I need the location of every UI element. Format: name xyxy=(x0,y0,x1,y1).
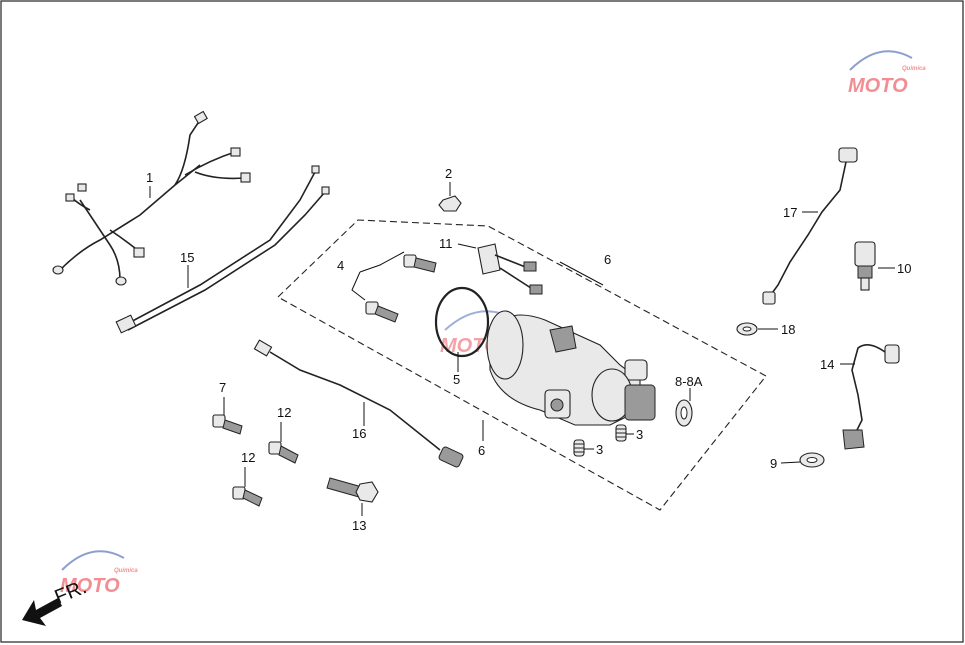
starter-motor-part xyxy=(486,310,656,426)
callout-13: 13 xyxy=(352,518,366,533)
spring-part-a xyxy=(573,439,585,457)
front-direction-arrow-icon xyxy=(22,598,62,626)
watermark-subtext-bottom: Quimica xyxy=(114,568,138,574)
watermark-top-right: MOTO Quimica xyxy=(848,50,926,97)
callout-10: 10 xyxy=(897,261,911,276)
oxygen-sensor-cable-part xyxy=(842,344,900,450)
callout-12-upper: 12 xyxy=(277,405,291,420)
o-ring-part xyxy=(434,286,490,358)
callout-4: 4 xyxy=(337,258,344,273)
bolt-part-4 xyxy=(365,254,437,323)
callout-2: 2 xyxy=(445,166,452,181)
callout-12-lower: 12 xyxy=(241,450,255,465)
callout-3-upper: 3 xyxy=(636,427,643,442)
callout-3-lower: 3 xyxy=(596,442,603,457)
callout-15: 15 xyxy=(180,250,194,265)
bolt-part-7 xyxy=(212,414,243,435)
temperature-sensor-part xyxy=(854,241,876,291)
sensor-cable-part xyxy=(253,339,464,468)
nut-part xyxy=(438,195,462,212)
callout-11: 11 xyxy=(439,236,453,251)
watermark-logo-text-bottom: MOTO xyxy=(60,575,120,597)
callout-1: 1 xyxy=(146,170,153,185)
brush-set-part xyxy=(477,243,543,295)
spring-part-b xyxy=(615,424,627,442)
callout-14: 14 xyxy=(820,357,834,372)
callout-6-bottom: 6 xyxy=(478,443,485,458)
callout-16: 16 xyxy=(352,426,366,441)
watermark-logo-text-top: MOTO xyxy=(848,75,908,97)
cable-part xyxy=(115,165,330,334)
bolt-part-13 xyxy=(326,477,379,503)
watermark-subtext-top: Quimica xyxy=(902,66,926,72)
callout-7: 7 xyxy=(219,380,226,395)
callout-5: 5 xyxy=(453,372,460,387)
watermark-bottom-left: MOTO Quimica xyxy=(60,550,138,597)
starter-assembly-boundary xyxy=(277,219,767,511)
callout-9: 9 xyxy=(770,456,777,471)
callout-18: 18 xyxy=(781,322,795,337)
bolt-part-12-upper xyxy=(268,441,299,464)
callout-17: 17 xyxy=(783,205,797,220)
bolt-part-12-lower xyxy=(232,486,263,507)
callout-8-8a: 8-8A xyxy=(675,374,703,389)
callout-6-top: 6 xyxy=(604,252,611,267)
sensor-lead-part xyxy=(762,147,858,305)
wiring-harness-part xyxy=(52,110,251,286)
